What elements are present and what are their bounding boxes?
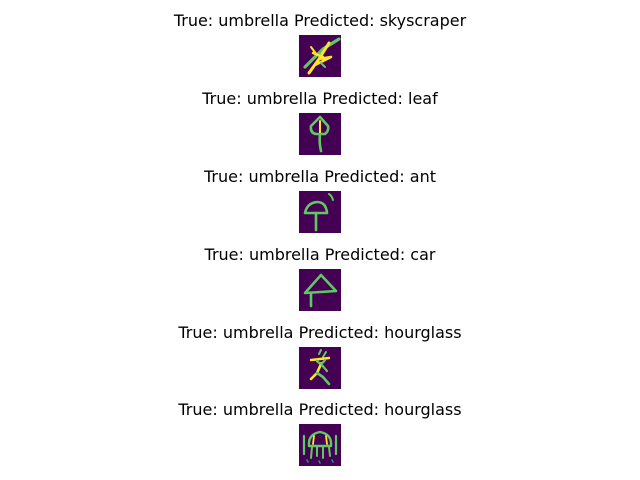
panel-4: True: umbrella Predicted: car [0, 243, 640, 321]
sketch-drawing [303, 193, 334, 232]
panel-title: True: umbrella Predicted: leaf [202, 89, 438, 108]
panel-title: True: umbrella Predicted: skyscraper [173, 11, 467, 30]
panel-2: True: umbrella Predicted: leaf [0, 87, 640, 165]
sketch-drawing [303, 273, 338, 308]
panel-title: True: umbrella Predicted: ant [204, 167, 436, 186]
sketch-image [299, 347, 341, 389]
sketch-image [299, 191, 341, 233]
sketch-drawing [309, 349, 331, 386]
panel-title: True: umbrella Predicted: hourglass [178, 400, 462, 419]
sketch-image [299, 35, 341, 77]
panel-title: True: umbrella Predicted: hourglass [178, 323, 462, 342]
sketch-image [299, 113, 341, 155]
sketch-image [299, 424, 341, 466]
panel-1: True: umbrella Predicted: skyscraper [0, 9, 640, 87]
sketch-drawing [302, 430, 338, 464]
panel-3: True: umbrella Predicted: ant [0, 165, 640, 243]
panel-6: True: umbrella Predicted: hourglass [0, 398, 640, 476]
sketch-drawing [309, 115, 330, 153]
panel-title: True: umbrella Predicted: car [204, 245, 436, 264]
sketch-drawing [303, 37, 341, 75]
sketch-image [299, 269, 341, 311]
panel-5: True: umbrella Predicted: hourglass [0, 321, 640, 399]
